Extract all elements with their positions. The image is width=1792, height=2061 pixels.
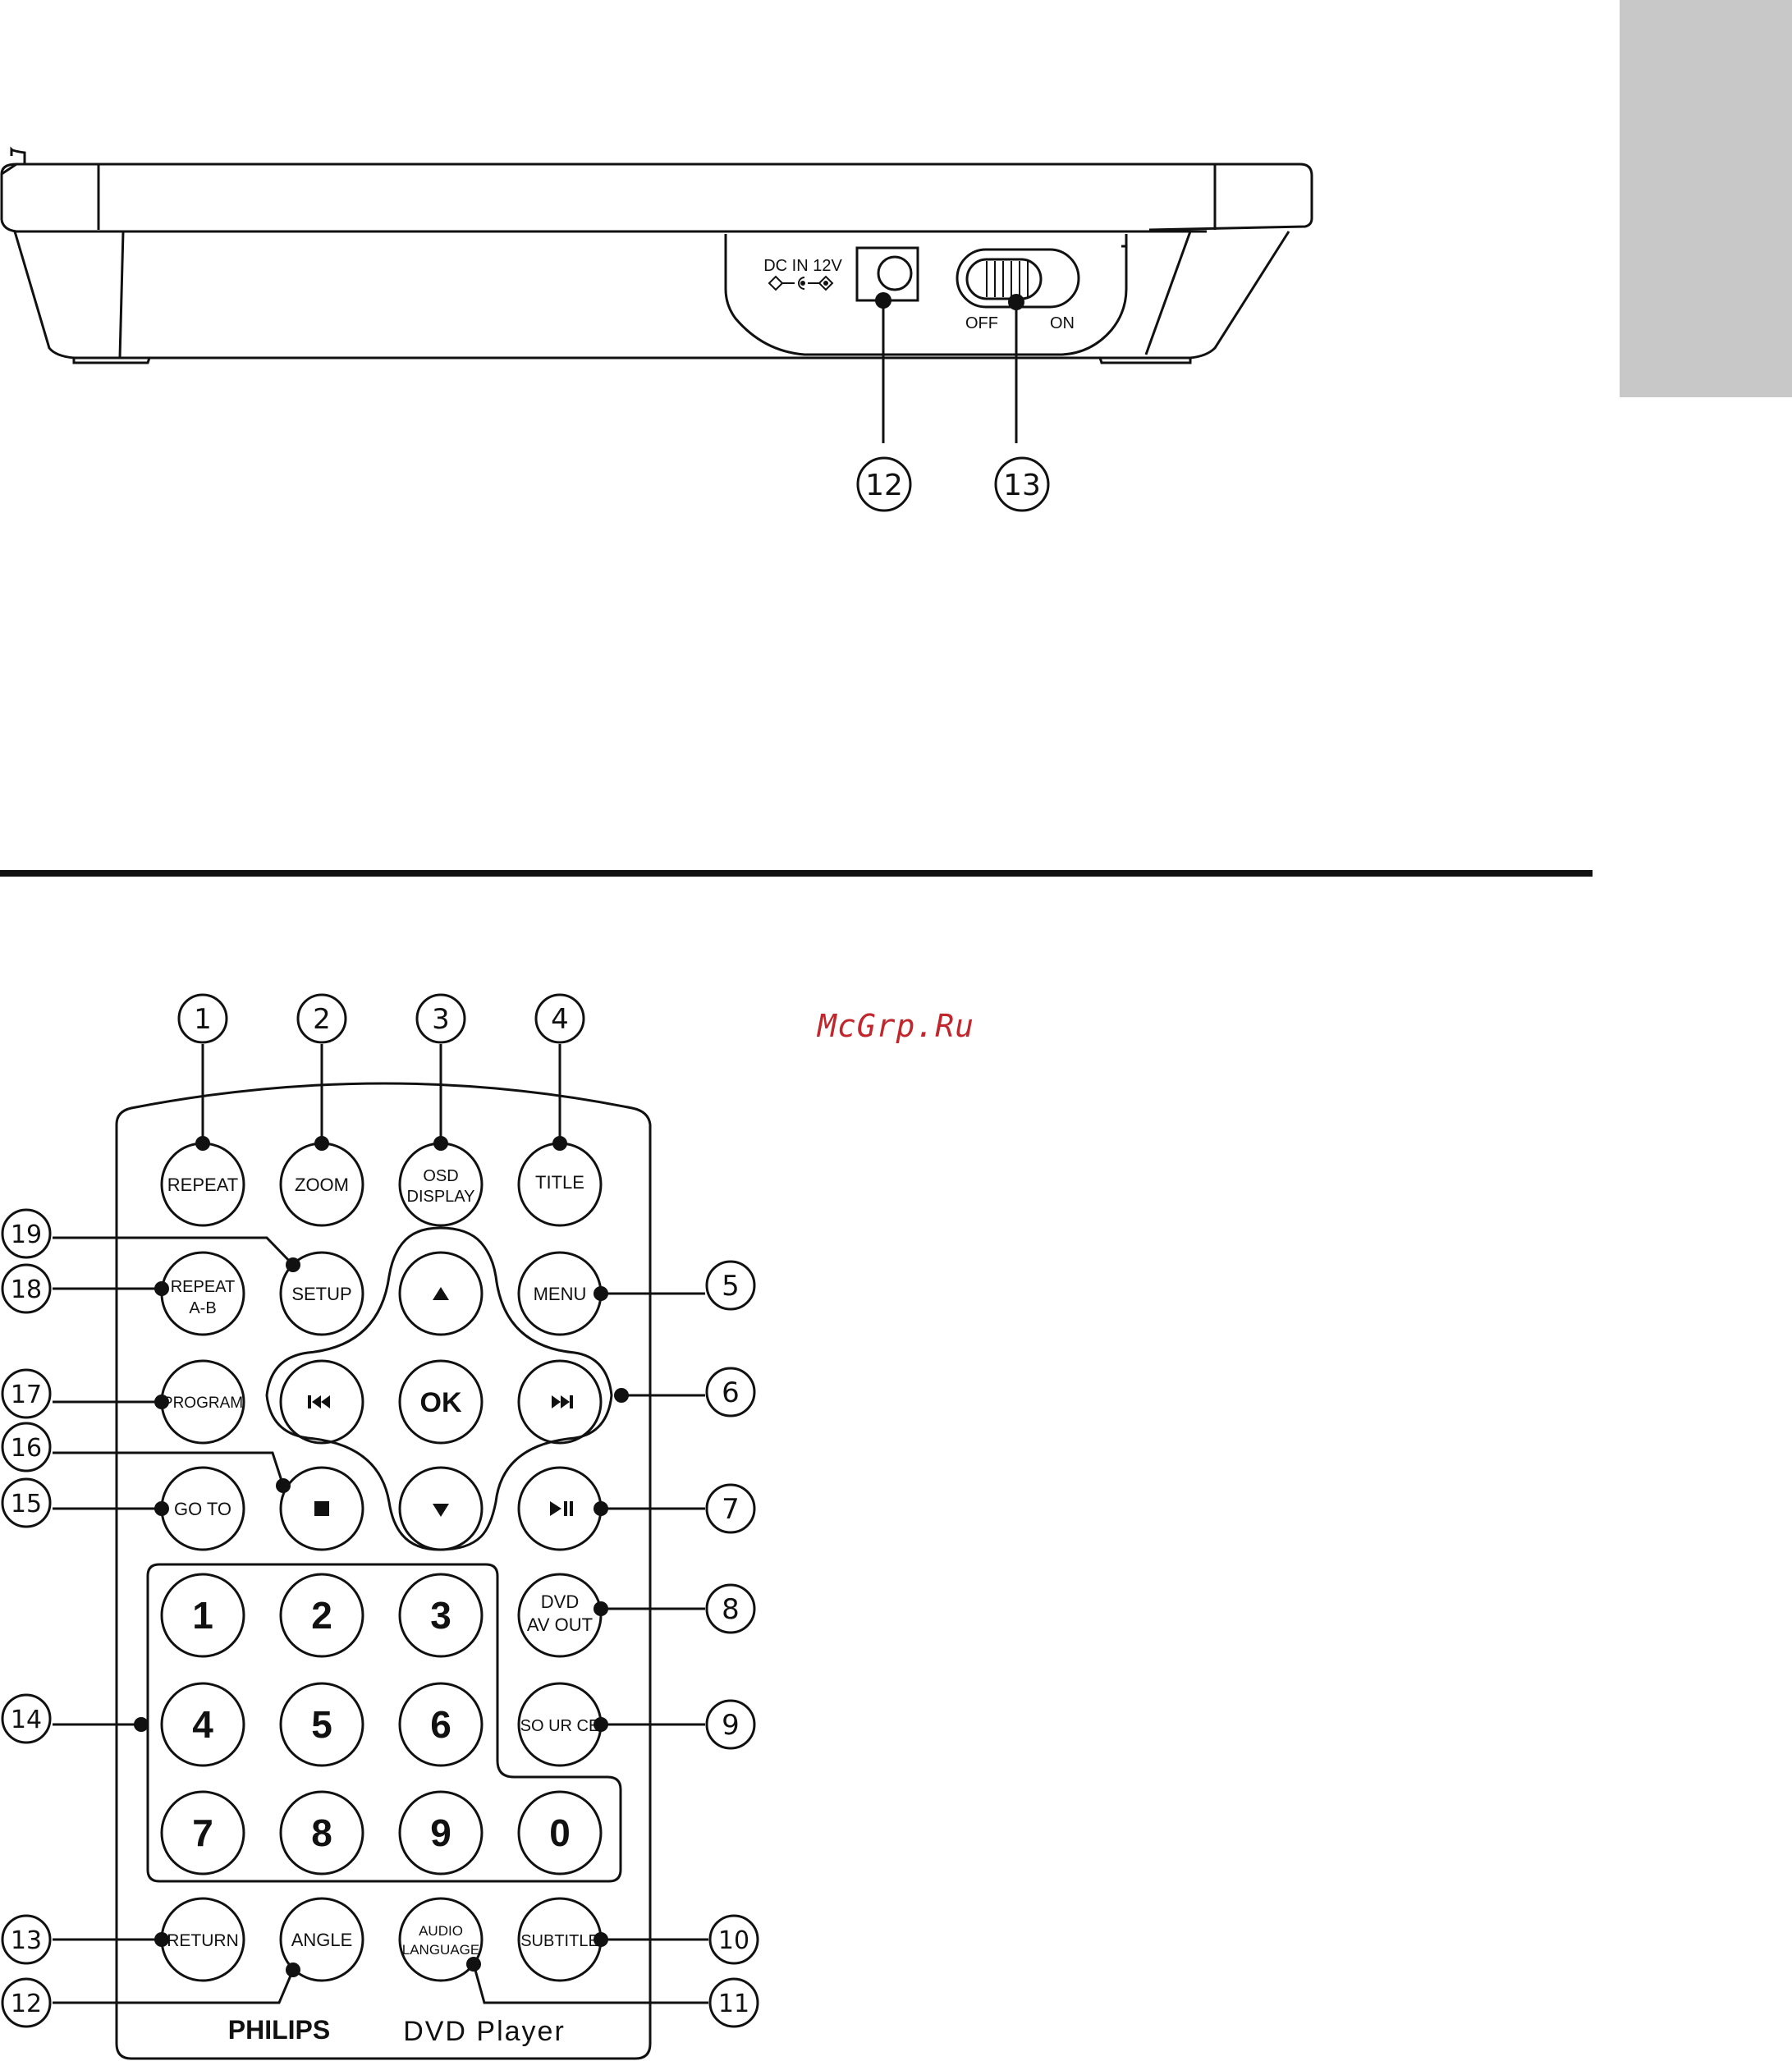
brand-label: PHILIPS	[228, 2015, 330, 2045]
dvd-av-label-line2: AV OUT	[527, 1614, 593, 1635]
callout-1: 1	[194, 1003, 212, 1036]
subtitle-label: SUBTITLE	[520, 1932, 599, 1950]
zoom-label: ZOOM	[295, 1175, 349, 1195]
callout-7: 7	[722, 1493, 740, 1526]
digit-0-label: 0	[549, 1811, 571, 1854]
ok-label: OK	[420, 1387, 462, 1418]
callout-dc-jack: 12	[865, 469, 903, 502]
setup-label: SETUP	[291, 1284, 351, 1304]
callout-18: 18	[11, 1276, 42, 1304]
callout-17: 17	[11, 1381, 42, 1409]
audio-label-line2: LANGUAGE	[402, 1942, 479, 1958]
repeat-ab-label-line2: A-B	[189, 1299, 216, 1317]
digit-9-label: 9	[430, 1811, 451, 1854]
switch-on-label: ON	[1050, 314, 1075, 332]
callout-3: 3	[432, 1003, 450, 1036]
model-label: DVD Player	[403, 2016, 566, 2047]
digit-5-label: 5	[311, 1703, 332, 1746]
callout-14: 14	[11, 1706, 42, 1734]
remote-buttons	[162, 1143, 601, 1981]
callout-leaders	[53, 1044, 708, 2003]
digit-3-label: 3	[430, 1594, 451, 1637]
osd-label-line1: OSD	[423, 1167, 458, 1185]
watermark-text: McGrp.Ru	[818, 1008, 974, 1044]
callout-8: 8	[722, 1593, 740, 1626]
player-side-view	[2, 149, 1312, 511]
switch-off-label: OFF	[965, 314, 998, 332]
callout-12: 12	[11, 1990, 42, 2018]
digit-2-label: 2	[311, 1594, 332, 1637]
repeat-label: REPEAT	[167, 1175, 238, 1195]
previous-track-icon	[308, 1395, 330, 1408]
callout-power-switch: 13	[1003, 469, 1041, 502]
angle-label: ANGLE	[291, 1930, 353, 1950]
callout-19: 19	[11, 1221, 42, 1249]
callout-15: 15	[11, 1490, 42, 1518]
callout-6: 6	[722, 1376, 740, 1409]
title-label: TITLE	[535, 1172, 584, 1193]
callout-5: 5	[722, 1270, 740, 1303]
source-label: SO UR CE	[520, 1717, 600, 1735]
callout-9: 9	[722, 1709, 740, 1742]
callout-11: 11	[718, 1990, 749, 2018]
callout-2: 2	[313, 1003, 331, 1036]
repeat-ab-label-line1: REPEAT	[171, 1278, 236, 1296]
program-label: PROGRAM	[163, 1395, 243, 1412]
play-pause-icon	[550, 1501, 573, 1516]
goto-label: GO TO	[174, 1499, 231, 1519]
return-label: RETURN	[167, 1931, 239, 1950]
digit-6-label: 6	[430, 1703, 451, 1746]
up-arrow-icon	[433, 1287, 449, 1300]
osd-label-line2: DISPLAY	[407, 1188, 475, 1206]
down-arrow-icon	[433, 1504, 449, 1517]
stop-icon	[314, 1501, 329, 1516]
menu-label: MENU	[534, 1284, 587, 1304]
callout-10: 10	[718, 1926, 749, 1955]
digit-8-label: 8	[311, 1811, 332, 1854]
callout-16: 16	[11, 1434, 42, 1463]
next-track-icon	[552, 1395, 573, 1408]
section-divider	[0, 870, 1593, 877]
callout-4: 4	[551, 1003, 569, 1036]
digit-4-label: 4	[192, 1703, 213, 1746]
digit-7-label: 7	[192, 1811, 213, 1854]
remote-outline	[117, 1083, 650, 2059]
callout-13: 13	[11, 1926, 42, 1955]
dc-in-label: DC IN 12V	[763, 257, 842, 275]
digit-1-label: 1	[192, 1594, 213, 1637]
audio-label-line1: AUDIO	[419, 1923, 463, 1939]
dvd-av-label-line1: DVD	[541, 1592, 579, 1612]
